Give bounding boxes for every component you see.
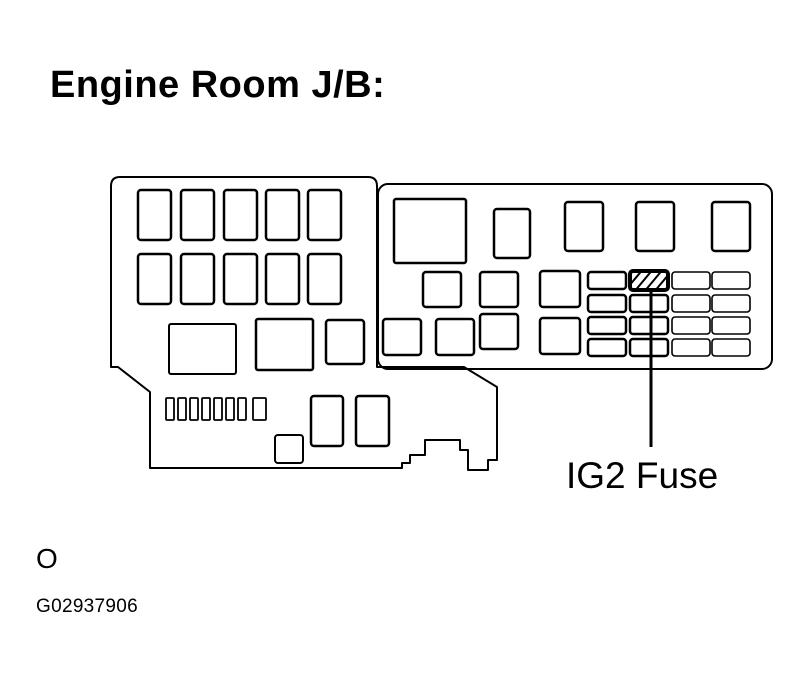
fuse [711, 338, 751, 357]
fuse [586, 315, 628, 336]
large-relay [254, 317, 315, 372]
ig2-fuse-label: IG2 Fuse [566, 455, 719, 496]
mini-fuse [252, 397, 267, 421]
relay [306, 188, 343, 242]
relay [264, 252, 301, 306]
mini-fuse [177, 397, 187, 421]
left-relay-row-top [136, 188, 343, 242]
fuse [671, 271, 711, 290]
fuse [628, 315, 670, 336]
relay [264, 188, 301, 242]
square-relay [421, 270, 463, 309]
relay [306, 252, 343, 306]
fuse-column-4 [711, 271, 751, 357]
relay [563, 200, 605, 253]
mini-fuse [165, 397, 175, 421]
relay [710, 200, 752, 253]
fuse [628, 337, 670, 358]
relay [492, 207, 532, 260]
relay [136, 252, 173, 306]
ig2-fuse [628, 269, 670, 292]
right-block-outline [377, 183, 773, 370]
diagram-title: Engine Room J/B: [50, 64, 386, 106]
mini-fuse [201, 397, 211, 421]
square-relay [478, 270, 520, 309]
relay [179, 188, 216, 242]
fuse-column-1 [586, 270, 628, 358]
fuse [711, 294, 751, 313]
mini-fuse-strip [165, 397, 267, 421]
fuse [711, 271, 751, 290]
corner-mark: O [36, 543, 58, 574]
relay [136, 188, 173, 242]
square-relay [381, 317, 423, 357]
left-block-outline [110, 176, 498, 471]
square-relay [538, 316, 582, 356]
fuse [586, 293, 628, 314]
square-relay [538, 269, 582, 309]
fuse [586, 270, 628, 291]
mini-fuse [225, 397, 235, 421]
fuse [671, 316, 711, 335]
mini-fuse [237, 397, 247, 421]
large-relay [392, 197, 468, 265]
relay [354, 394, 391, 448]
relay [309, 394, 345, 448]
relay [222, 188, 259, 242]
fuse [628, 293, 670, 314]
fuse-column-3 [671, 271, 711, 357]
large-relay [168, 323, 237, 375]
fuse-column-2 [628, 293, 670, 358]
relay [222, 252, 259, 306]
relay [179, 252, 216, 306]
square-relay [434, 317, 476, 357]
ig2-fuse-highlight [628, 269, 670, 292]
fuse [711, 316, 751, 335]
small-relay [274, 434, 304, 464]
figure-id: G02937906 [36, 596, 139, 617]
fuse [586, 337, 628, 358]
relay [324, 318, 366, 366]
left-relay-row-bottom [136, 252, 343, 306]
fuse [671, 294, 711, 313]
fuse-grid [586, 270, 751, 358]
fuse [671, 338, 711, 357]
mini-fuse [213, 397, 223, 421]
mini-fuse [189, 397, 199, 421]
relay [634, 200, 676, 253]
square-relay [478, 312, 520, 351]
